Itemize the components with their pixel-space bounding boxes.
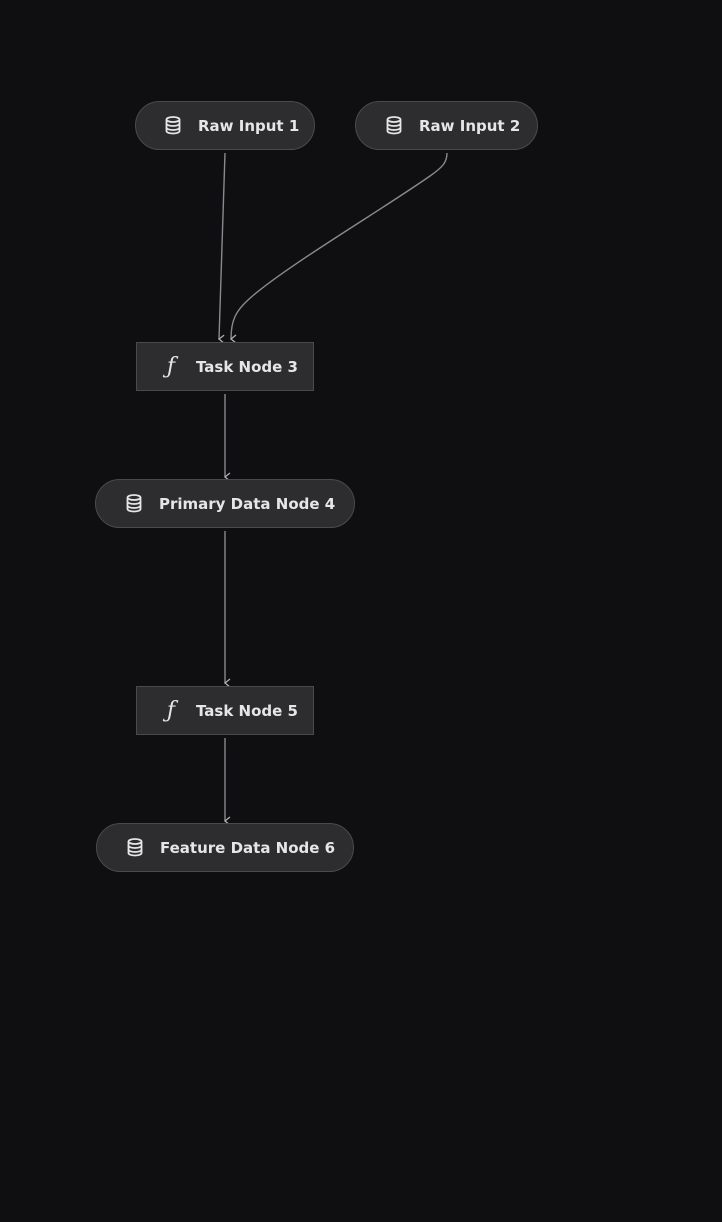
edge-raw-input-2-to-task-node-3 (229, 152, 448, 344)
node-label: Task Node 5 (196, 701, 298, 720)
function-icon: ƒ (166, 698, 176, 723)
node-primary-data-node-4[interactable]: Primary Data Node 4 (95, 479, 355, 528)
node-label: Primary Data Node 4 (159, 494, 336, 513)
database-icon (384, 116, 404, 136)
node-task-node-3[interactable]: ƒ Task Node 3 (136, 342, 314, 391)
node-feature-data-node-6[interactable]: Feature Data Node 6 (96, 823, 354, 872)
node-task-node-5[interactable]: ƒ Task Node 5 (136, 686, 314, 735)
function-icon: ƒ (166, 354, 176, 379)
node-label: Raw Input 2 (419, 116, 521, 135)
node-raw-input-2[interactable]: Raw Input 2 (355, 101, 538, 150)
edge-raw-input-1-to-task-node-3 (217, 152, 226, 344)
node-raw-input-1[interactable]: Raw Input 1 (135, 101, 315, 150)
node-label: Raw Input 1 (198, 116, 300, 135)
database-icon (163, 116, 183, 136)
database-icon (125, 838, 145, 858)
node-label: Feature Data Node 6 (160, 838, 336, 857)
database-icon (124, 494, 144, 514)
node-label: Task Node 3 (196, 357, 298, 376)
